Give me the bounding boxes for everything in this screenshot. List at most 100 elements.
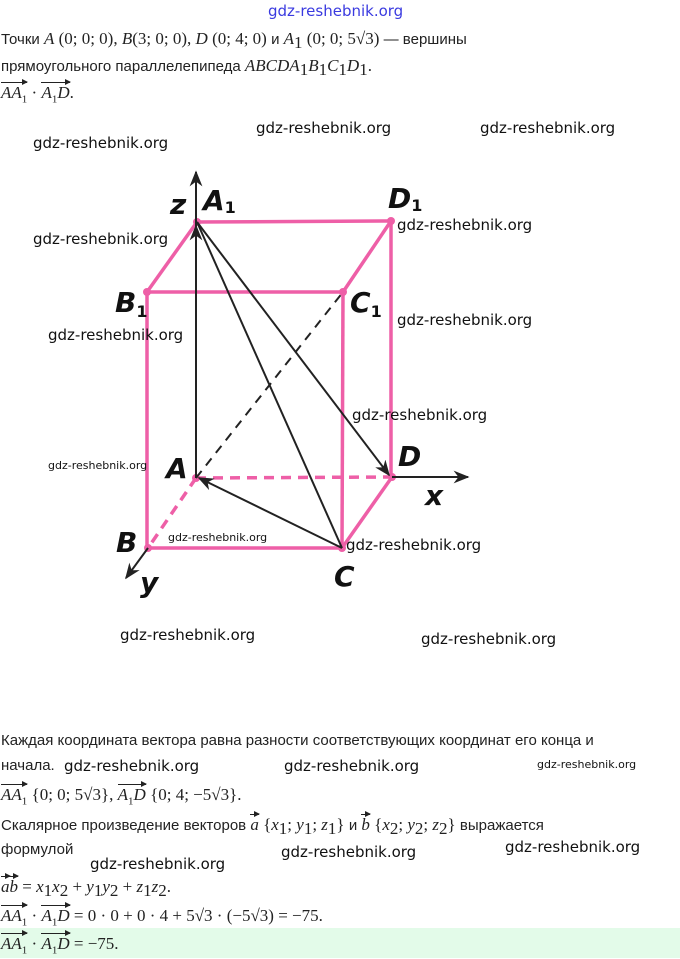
site-link[interactable]: gdz-reshebnik.org <box>268 2 404 20</box>
math-expr: { <box>369 815 383 834</box>
watermark: gdz-reshebnik.org <box>397 216 533 234</box>
math-var: x <box>271 815 279 834</box>
watermark: gdz-reshebnik.org <box>537 758 637 771</box>
watermark: gdz-reshebnik.org <box>33 230 169 248</box>
watermark: gdz-reshebnik.org <box>352 406 488 424</box>
vector-CA <box>197 477 343 549</box>
subscript: 2 <box>389 819 399 838</box>
subscript: 2 <box>109 881 119 900</box>
watermark: gdz-reshebnik.org <box>421 630 557 648</box>
subscript: 1 <box>359 60 368 79</box>
text: и <box>348 817 362 834</box>
math-var: x <box>382 815 390 834</box>
math-var: x <box>52 877 60 896</box>
solution-line: формулой <box>1 839 73 861</box>
subscript: 1 <box>51 93 58 106</box>
watermark: gdz-reshebnik.org <box>48 459 148 472</box>
math-var: x <box>36 877 44 896</box>
math-var: y <box>407 815 415 834</box>
math-expr: · <box>27 934 42 953</box>
subscript: 1 <box>294 33 303 52</box>
watermark: gdz-reshebnik.org <box>505 838 641 856</box>
label-x: x <box>423 479 444 512</box>
label-C: C <box>334 560 355 593</box>
solution-line: AA1 · A1D = 0 · 0 + 0 · 4 + 5√3 · (−5√3)… <box>1 901 323 931</box>
watermark: gdz-reshebnik.org <box>64 757 200 775</box>
math-expr: {0; 4; −5√3}. <box>145 785 242 804</box>
solution-line: Каждая координата вектора равна разности… <box>1 730 594 752</box>
edge-A1B1 <box>145 220 199 294</box>
math-var: z <box>321 815 328 834</box>
subscript: 1 <box>338 60 347 79</box>
vector: a <box>250 811 260 834</box>
edge-AB-hidden <box>146 477 198 549</box>
watermark: gdz-reshebnik.org <box>480 119 616 137</box>
math-expr: = <box>18 877 37 896</box>
math-var: D <box>195 29 208 48</box>
math-expr: ; <box>398 815 408 834</box>
math-expr: {0; 0; 5√3}, <box>27 785 118 804</box>
subscript: 1 <box>143 881 152 900</box>
vector: A1D <box>117 780 147 810</box>
edge-A1D1 <box>196 219 392 224</box>
math-var: B <box>308 56 319 75</box>
subscript: 1 <box>318 60 328 79</box>
watermark: gdz-reshebnik.org <box>346 536 482 554</box>
text: формулой <box>1 841 74 858</box>
solution-line: AA1 {0; 0; 5√3}, A1D {0; 4; −5√3}. <box>1 780 242 810</box>
math-expr: (0; 0; 5√3) <box>302 29 384 48</box>
problem-line: Точки A (0; 0; 0), B(3; 0; 0), D (0; 4; … <box>1 28 467 54</box>
text: — вершины <box>383 31 467 48</box>
edge-AD-hidden <box>195 475 393 480</box>
subscript: 1 <box>21 93 28 106</box>
vector: A1D <box>41 901 71 931</box>
math-expr: . <box>367 56 372 75</box>
label-B: B <box>116 526 137 559</box>
watermark: gdz-reshebnik.org <box>168 531 268 544</box>
watermark: gdz-reshebnik.org <box>90 855 226 873</box>
subscript: 2 <box>414 819 424 838</box>
subscript: 1 <box>327 819 337 838</box>
vector: A1D <box>41 929 71 959</box>
math-expr: (0; 4; 0) <box>207 29 272 48</box>
label-D: D <box>398 440 421 473</box>
vector-A1D <box>196 221 390 477</box>
math-expr: . <box>69 83 74 102</box>
text: Точки <box>1 31 44 48</box>
answer-highlight <box>0 928 680 958</box>
math-expr: = −75. <box>69 934 119 953</box>
answer-line: AA1 · A1D = −75. <box>1 929 119 959</box>
vector: AA1 <box>1 78 29 108</box>
vector: b <box>9 873 19 896</box>
math-var: z <box>151 877 159 896</box>
math-var: y <box>296 815 304 834</box>
text: прямоугольного параллелепипеда <box>1 58 245 75</box>
subscript: 1 <box>93 881 103 900</box>
subscript: 2 <box>439 819 448 838</box>
math-var: A <box>283 29 295 48</box>
label-A: A <box>164 452 188 485</box>
watermark: gdz-reshebnik.org <box>256 119 392 137</box>
solution-line: ab = x1x2 + y1y2 + z1z2. <box>1 873 171 902</box>
math-expr: + <box>68 877 87 896</box>
math-var: z <box>136 877 144 896</box>
text: выражается <box>459 817 544 834</box>
solution-line: Скалярное произведение векторов a {x1; y… <box>1 811 544 840</box>
subscript: 2 <box>59 881 69 900</box>
subscript: 1 <box>303 819 313 838</box>
watermark: gdz-reshebnik.org <box>281 843 417 861</box>
solution-line: начала. <box>1 755 55 777</box>
vector: b <box>361 811 371 834</box>
vector: A1D <box>41 78 71 108</box>
vector: a <box>1 873 10 896</box>
math-expr: · <box>27 83 42 102</box>
math-expr: } <box>336 815 349 834</box>
label-C1: C1 <box>350 286 382 321</box>
math-var: A <box>43 29 55 48</box>
math-var: y <box>86 877 94 896</box>
label-D1: D1 <box>388 182 422 215</box>
problem-question: AA1 · A1D. <box>1 78 74 108</box>
math-expr: (3; 0; 0), <box>132 29 196 48</box>
label-z: z <box>169 188 187 221</box>
parallelepiped-figure: z A1 D1 B1 C1 A D x B y C <box>115 170 470 599</box>
